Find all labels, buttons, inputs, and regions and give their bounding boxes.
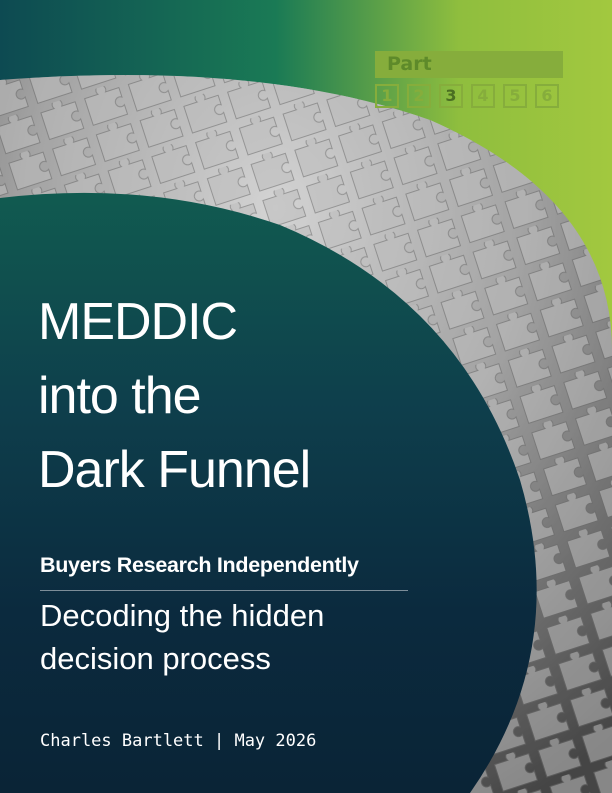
navy-panel	[0, 192, 537, 793]
subtitle-line-1: Decoding the hidden	[40, 598, 325, 633]
part-number-6: 6	[535, 84, 559, 108]
title-line-3: Dark Funnel	[38, 441, 311, 499]
part-number-2: 2	[407, 84, 431, 108]
part-number-5: 5	[503, 84, 527, 108]
subtitle-line-2: decision process	[40, 641, 271, 676]
series-badge: Part 1 2 3 4 5 6	[375, 51, 563, 111]
part-label: Part	[375, 51, 563, 78]
title-line-2: into the	[38, 367, 202, 425]
title-line-1: MEDDIC	[38, 293, 238, 351]
part-number-3-current: 3	[439, 84, 463, 108]
subtitle-heading: Buyers Research Independently	[40, 553, 359, 577]
part-number-1: 1	[375, 84, 399, 108]
subtitle-divider	[40, 590, 408, 591]
part-number-4: 4	[471, 84, 495, 108]
author-date-byline: Charles Bartlett | May 2026	[40, 731, 317, 751]
